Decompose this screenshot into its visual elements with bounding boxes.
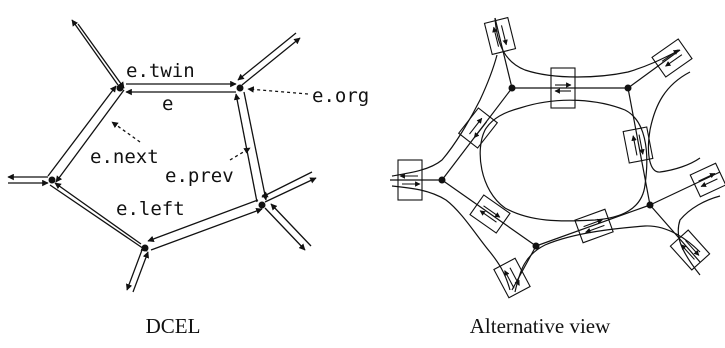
- label-pointers: [111, 86, 309, 161]
- primal-edges: [390, 17, 721, 291]
- edge-box-top: [550, 67, 576, 109]
- edge-box-top-left: [483, 16, 517, 56]
- edge-box-bottom-left: [493, 257, 531, 299]
- label-e: e: [162, 93, 173, 115]
- half-edge-pairs: [47, 80, 269, 252]
- edge-box-left-lower: [469, 194, 511, 234]
- outer-curves: [391, 17, 721, 293]
- alternative-view-diagram: [390, 16, 725, 299]
- edge-box-right-upper: [689, 162, 725, 198]
- edge-box-top-right: [651, 38, 693, 78]
- vertices: [48, 84, 266, 252]
- edge-box-right: [622, 126, 654, 164]
- edge-boxes: [397, 16, 725, 299]
- label-e-org: e.org: [312, 85, 369, 107]
- label-e-next: e.next: [90, 146, 159, 168]
- edge-box-bottom: [574, 208, 614, 244]
- caption-dcel: DCEL: [146, 314, 201, 338]
- caption-alternative-view: Alternative view: [470, 314, 611, 338]
- edge-box-far-left: [397, 159, 423, 201]
- label-e-twin: e.twin: [126, 60, 195, 82]
- label-e-left: e.left: [116, 198, 185, 220]
- outer-edges: [7, 19, 317, 293]
- dcel-diagram: [7, 19, 317, 293]
- label-e-prev: e.prev: [165, 165, 234, 187]
- edge-box-right-lower: [669, 229, 711, 271]
- inner-face-curve: [479, 99, 648, 222]
- alt-vertices: [438, 84, 654, 250]
- edge-box-left-upper: [457, 107, 499, 149]
